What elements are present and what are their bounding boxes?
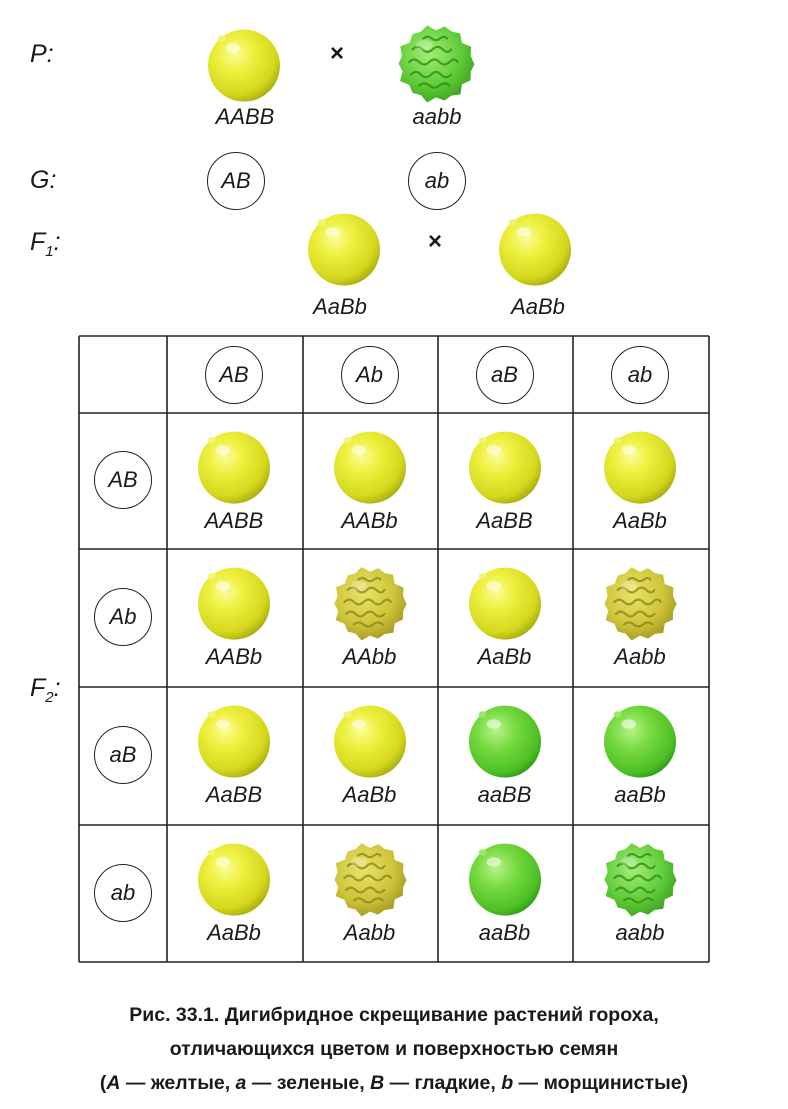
yellow-smooth-pea-icon xyxy=(333,431,406,504)
label-f1-sub: 1 xyxy=(45,243,54,260)
label-g: G: xyxy=(30,166,57,194)
pea-cell-3-2 xyxy=(465,838,545,923)
caption-part-5: B xyxy=(370,1072,385,1094)
green-wrinkled-pea-icon xyxy=(604,843,677,917)
genotype-cell-3-3: aabb xyxy=(615,920,665,945)
pea-cell-3-3 xyxy=(600,838,680,923)
pea-cell-1-1 xyxy=(330,562,410,647)
yellow-smooth-pea-icon xyxy=(208,29,280,102)
pea-cell-1-3 xyxy=(600,562,680,647)
pea-cell-0-2 xyxy=(465,426,545,511)
pea-cell-0-0 xyxy=(194,426,274,511)
genotype-cell-2-3: aaBb xyxy=(614,782,666,807)
gamete-row-1: Ab xyxy=(94,588,152,646)
caption-line-1: Рис. 33.1. Дигибридное скрещивание расте… xyxy=(129,1004,659,1026)
green-smooth-pea-icon xyxy=(468,843,541,916)
genotype-cell-0-1: AABb xyxy=(341,508,398,533)
pea-cell-2-1 xyxy=(330,700,410,785)
pea-cell-3-1 xyxy=(330,838,410,923)
gamete-row-0: AB xyxy=(94,451,152,509)
yellow-wrinkled-pea-icon xyxy=(333,567,407,641)
caption-part-2: — желтые, xyxy=(120,1072,236,1094)
genotype-f1-left: AaBb xyxy=(313,294,367,319)
pea-f1-left xyxy=(304,208,384,293)
genotype-cell-3-0: AaBb xyxy=(207,920,261,945)
genotype-cell-3-1: Aabb xyxy=(343,920,396,945)
genotype-cell-0-0: AABB xyxy=(204,508,264,533)
label-f1: F1: xyxy=(30,228,61,260)
genotype-cell-2-0: AaBB xyxy=(205,782,263,807)
caption-part-8: — морщинистые) xyxy=(513,1072,689,1094)
pea-cell-3-0 xyxy=(194,838,274,923)
genotype-parent-left: AABB xyxy=(215,104,275,129)
caption-part-7: b xyxy=(501,1072,514,1094)
label-f2-letter: F xyxy=(30,674,46,702)
label-p: P: xyxy=(30,40,54,68)
caption-part-1: A xyxy=(106,1072,121,1094)
yellow-smooth-pea-icon xyxy=(198,431,270,504)
caption-line-2: отличающихся цветом и поверхностью семян xyxy=(169,1038,619,1060)
yellow-smooth-pea-icon xyxy=(468,567,541,640)
cross-symbol-f1: × xyxy=(428,228,443,255)
pea-parent-right xyxy=(394,20,478,109)
genotype-cell-2-2: aaBB xyxy=(477,782,532,807)
genotype-cell-1-3: Aabb xyxy=(614,644,666,669)
yellow-smooth-pea-icon xyxy=(468,431,541,504)
cross-symbol-parents: × xyxy=(330,40,345,67)
pea-f1-right xyxy=(495,208,575,293)
gamete-row-3: ab xyxy=(94,863,152,922)
pea-cell-2-2 xyxy=(465,700,545,785)
pea-parent-left xyxy=(204,24,284,109)
green-smooth-pea-icon xyxy=(468,705,541,778)
genotype-cell-0-3: AaBb xyxy=(613,508,667,533)
caption-line-3: (A — желтые, a — зеленые, B — гладкие, b… xyxy=(0,1068,788,1098)
yellow-smooth-pea-icon xyxy=(198,705,270,778)
yellow-smooth-pea-icon xyxy=(198,567,270,640)
punnett-grid-lines xyxy=(78,335,710,963)
label-f1-colon: : xyxy=(53,228,61,256)
gamete-col-3: ab xyxy=(611,345,669,404)
genotype-f1-right: AaBb xyxy=(511,294,565,319)
pea-cell-0-3 xyxy=(600,426,680,511)
caption-part-4: — зеленые, xyxy=(246,1072,371,1094)
pea-cell-1-2 xyxy=(465,562,545,647)
yellow-smooth-pea-icon xyxy=(333,705,406,778)
gamete-col-2: aB xyxy=(475,345,534,404)
gamete-parent-right: ab xyxy=(408,152,466,210)
genotype-cell-2-1: AaBb xyxy=(342,782,397,807)
caption-part-3: a xyxy=(235,1072,247,1094)
yellow-smooth-pea-icon xyxy=(308,213,380,286)
green-smooth-pea-icon xyxy=(604,705,676,778)
pea-cell-1-0 xyxy=(194,562,274,647)
yellow-smooth-pea-icon xyxy=(604,431,676,504)
caption-part-0: ( xyxy=(99,1072,107,1094)
label-f2-colon: : xyxy=(53,674,61,702)
gamete-col-1: Ab xyxy=(340,345,399,404)
genotype-cell-1-0: AABb xyxy=(205,644,263,669)
gamete-parent-left: AB xyxy=(207,152,265,210)
pea-cell-2-3 xyxy=(600,700,680,785)
pea-cell-2-0 xyxy=(194,700,274,785)
genotype-cell-0-2: AaBB xyxy=(476,508,533,533)
green-wrinkled-pea-icon xyxy=(398,25,475,103)
genotype-parent-right: aabb xyxy=(412,104,462,129)
gamete-row-2: aB xyxy=(94,726,152,784)
caption-part-6: — гладкие, xyxy=(384,1072,502,1094)
label-f1-letter: F xyxy=(30,228,46,256)
genotype-cell-3-2: aaBb xyxy=(478,920,531,945)
yellow-smooth-pea-icon xyxy=(198,843,270,916)
label-f2-sub: 2 xyxy=(45,689,54,706)
label-f2: F2: xyxy=(30,674,61,706)
yellow-smooth-pea-icon xyxy=(499,213,571,286)
gamete-col-0: AB xyxy=(205,345,263,404)
yellow-wrinkled-pea-icon xyxy=(604,567,677,641)
yellow-wrinkled-pea-icon xyxy=(333,843,407,917)
pea-cell-0-1 xyxy=(330,426,410,511)
genotype-cell-1-1: AAbb xyxy=(342,644,397,669)
genotype-cell-1-2: AaBb xyxy=(477,644,532,669)
